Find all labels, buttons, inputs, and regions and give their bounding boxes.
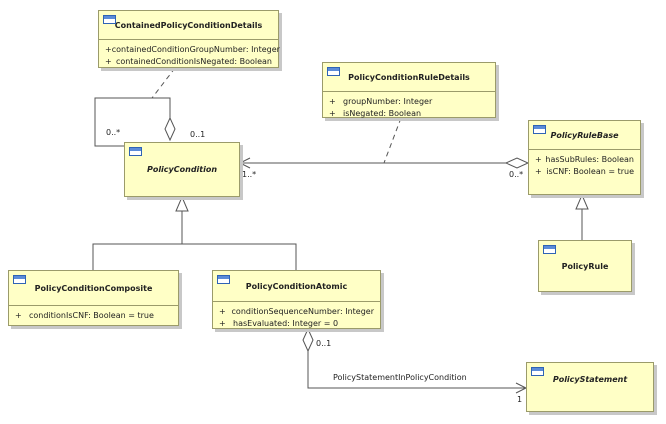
- class-header: PolicyConditionRuleDetails: [323, 63, 495, 91]
- class-icon: [103, 15, 116, 24]
- attribute-row: + isCNF: Boolean = true: [535, 165, 634, 177]
- attribute-compartment: + groupNumber: Integer + isNegated: Bool…: [323, 91, 495, 121]
- class-name: PolicyConditionAtomic: [245, 281, 348, 291]
- class-policy-statement[interactable]: PolicyStatement: [526, 362, 654, 412]
- attribute-row: + groupNumber: Integer: [329, 95, 489, 107]
- class-header: PolicyCondition: [125, 143, 239, 196]
- attribute-row: + hasSubRules: Boolean: [535, 153, 634, 165]
- attribute-text: hasEvaluated: Integer = 0: [233, 318, 339, 328]
- attribute-text: hasSubRules: Boolean: [545, 154, 634, 164]
- statement-association-multiplicity-atomic: 0..1: [316, 339, 332, 348]
- class-name: PolicyConditionRuleDetails: [348, 72, 470, 82]
- attribute-text: isNegated: Boolean: [343, 108, 422, 118]
- class-icon: [327, 67, 340, 76]
- attribute-text: containedConditionGroupNumber: Integer: [111, 44, 280, 54]
- contained-details-link: [151, 67, 176, 99]
- class-header: PolicyConditionComposite: [9, 271, 178, 305]
- class-policy-condition-atomic[interactable]: PolicyConditionAtomic + conditionSequenc…: [212, 270, 381, 329]
- class-header: PolicyRule: [539, 241, 631, 291]
- generalization-composite: [92, 243, 297, 270]
- visibility-marker: +: [535, 166, 542, 176]
- class-header: PolicyConditionAtomic: [213, 271, 380, 301]
- attribute-row: + containedConditionGroupNumber: Integer: [105, 43, 280, 55]
- visibility-marker: +: [15, 310, 22, 320]
- visibility-marker: +: [329, 96, 336, 106]
- attribute-row: + conditionSequenceNumber: Integer: [219, 305, 374, 317]
- rule-association-multiplicity-rulebase: 0..*: [509, 170, 524, 179]
- attribute-compartment: + hasSubRules: Boolean + isCNF: Boolean …: [529, 149, 640, 179]
- attribute-text: groupNumber: Integer: [343, 96, 433, 106]
- class-header: PolicyRuleBase: [529, 121, 640, 149]
- self-association-line: [94, 97, 171, 147]
- class-contained-policy-condition-details[interactable]: ContainedPolicyConditionDetails + contai…: [98, 10, 280, 69]
- visibility-marker: +: [329, 108, 336, 118]
- self-association-diamond: [164, 116, 176, 142]
- class-name: PolicyRuleBase: [550, 130, 619, 140]
- class-policy-condition-rule-details[interactable]: PolicyConditionRuleDetails + groupNumber…: [322, 62, 496, 118]
- class-header: ContainedPolicyConditionDetails: [99, 11, 278, 39]
- class-name: PolicyRule: [561, 261, 609, 271]
- class-icon: [531, 367, 544, 376]
- class-icon: [543, 245, 556, 254]
- class-policy-rule[interactable]: PolicyRule: [538, 240, 632, 292]
- class-icon: [217, 275, 230, 284]
- class-icon: [129, 147, 142, 156]
- class-name: PolicyStatement: [552, 374, 628, 384]
- self-association-multiplicity-target: 0..1: [190, 130, 206, 139]
- class-name: PolicyCondition: [146, 165, 218, 174]
- attribute-row: + hasEvaluated: Integer = 0: [219, 317, 374, 329]
- attribute-compartment: + conditionSequenceNumber: Integer + has…: [213, 301, 380, 331]
- visibility-marker: +: [105, 56, 112, 66]
- self-association-multiplicity-source: 0..*: [106, 128, 121, 137]
- statement-association-line: [307, 351, 526, 389]
- class-icon: [533, 125, 546, 134]
- class-header: PolicyStatement: [527, 363, 653, 395]
- attribute-compartment: + conditionIsCNF: Boolean = true: [9, 305, 178, 323]
- attribute-compartment: + containedConditionGroupNumber: Integer…: [99, 39, 280, 69]
- rule-association-diamond: [504, 157, 530, 169]
- rule-association-arrowhead: [238, 157, 251, 169]
- class-name: ContainedPolicyConditionDetails: [114, 20, 263, 30]
- generalization-arrowhead: [175, 195, 189, 212]
- visibility-marker: +: [219, 318, 226, 328]
- statement-association-multiplicity-statement: 1: [517, 395, 523, 404]
- class-name: PolicyConditionComposite: [34, 283, 153, 293]
- attribute-row: + isNegated: Boolean: [329, 107, 489, 119]
- visibility-marker: +: [535, 154, 542, 164]
- class-policy-condition-composite[interactable]: PolicyConditionComposite + conditionIsCN…: [8, 270, 179, 326]
- rule-association-multiplicity-condition: 1..*: [242, 170, 257, 179]
- class-icon: [13, 275, 26, 284]
- rule-details-link: [383, 117, 402, 164]
- visibility-marker: +: [105, 44, 112, 54]
- attribute-row: + containedConditionIsNegated: Boolean: [105, 55, 272, 67]
- attribute-row: + conditionIsCNF: Boolean = true: [15, 309, 172, 321]
- attribute-text: isCNF: Boolean = true: [546, 166, 634, 176]
- generalization-rule-arrowhead: [575, 193, 589, 210]
- attribute-text: containedConditionIsNegated: Boolean: [115, 56, 272, 66]
- statement-association-name: PolicyStatementInPolicyCondition: [333, 373, 467, 382]
- attribute-text: conditionSequenceNumber: Integer: [231, 306, 374, 316]
- statement-association-diamond: [302, 327, 314, 353]
- class-policy-condition[interactable]: PolicyCondition: [124, 142, 240, 197]
- attribute-text: conditionIsCNF: Boolean = true: [29, 310, 154, 320]
- class-policy-rule-base[interactable]: PolicyRuleBase + hasSubRules: Boolean + …: [528, 120, 641, 195]
- visibility-marker: +: [219, 306, 226, 316]
